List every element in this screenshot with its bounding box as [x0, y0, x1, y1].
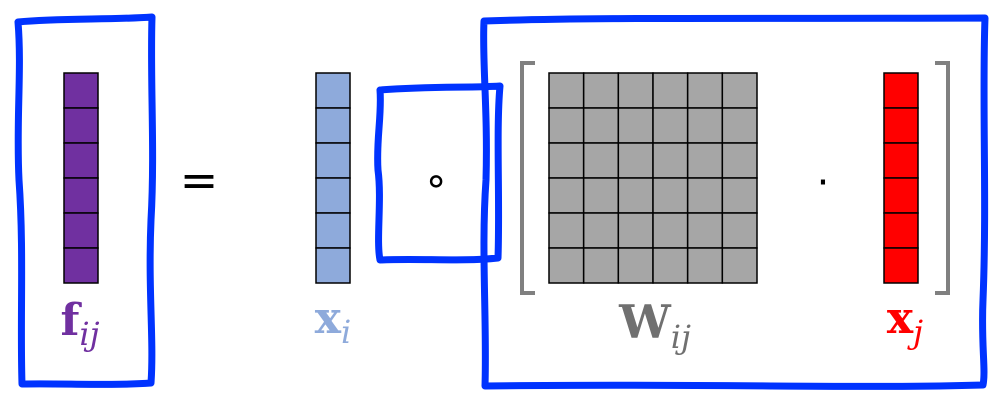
matrix-W-cell: [617, 212, 654, 249]
equals-sign: =: [180, 153, 219, 207]
vector-xj-cell: [883, 177, 919, 214]
matrix-W-cell: [582, 247, 620, 284]
matrix-W-cell: [721, 177, 758, 214]
matrix-W-cell: [582, 177, 620, 214]
matrix-W-cell: [652, 142, 689, 179]
matrix-W-cell: [582, 212, 620, 249]
vector-f-cell: [63, 72, 99, 109]
highlight-box-hadamard: [374, 82, 504, 264]
vector-xi: [315, 72, 351, 284]
right-bracket: [935, 61, 950, 295]
matrix-W-cell: [548, 247, 585, 284]
matrix-W-cell: [721, 247, 758, 284]
vector-xi-cell: [315, 247, 351, 284]
label-xj-base: x: [887, 293, 914, 344]
vector-f-cell: [63, 142, 99, 179]
matrix-W-cell: [617, 142, 654, 179]
matrix-W-cell: [686, 107, 724, 144]
label-xi: xi: [315, 293, 351, 351]
vector-xj-cell: [883, 72, 919, 109]
highlight-box-f: [14, 13, 157, 388]
highlight-box-Wx: [480, 14, 989, 390]
matrix-W-cell: [548, 72, 585, 109]
label-f-sub: ij: [79, 315, 99, 353]
label-W: Wij: [618, 295, 691, 356]
vector-xj-cell: [883, 247, 919, 284]
matrix-W-cell: [582, 142, 620, 179]
matrix-W-cell: [652, 107, 689, 144]
matrix-W-cell: [652, 212, 689, 249]
matrix-W-cell: [548, 142, 585, 179]
vector-xi-cell: [315, 107, 351, 144]
matrix-W-cell: [617, 107, 654, 144]
vector-xj-cell: [883, 212, 919, 249]
matrix-W-cell: [548, 212, 585, 249]
label-W-base: W: [618, 295, 672, 349]
matrix-W-cell: [617, 72, 654, 109]
vector-xi-cell: [315, 212, 351, 249]
hadamard-operator: ∘: [423, 158, 448, 204]
matrix-W-cell: [721, 72, 758, 109]
matrix-W-cell: [721, 212, 758, 249]
matrix-W-cell: [686, 212, 724, 249]
matrix-W-cell: [721, 107, 758, 144]
matrix-W-cell: [686, 142, 724, 179]
vector-xj: [883, 72, 919, 284]
matrix-W-cell: [582, 72, 620, 109]
matrix-W-cell: [686, 247, 724, 284]
matrix-W-cell: [652, 177, 689, 214]
matrix-W-cell: [652, 72, 689, 109]
matrix-W-cell: [686, 177, 724, 214]
left-bracket: [520, 61, 535, 295]
vector-f-cell: [63, 212, 99, 249]
matrix-W-cell: [686, 72, 724, 109]
vector-f-cell: [63, 177, 99, 214]
matrix-W-cell: [548, 177, 585, 214]
label-f: fij: [60, 295, 99, 353]
vector-f-cell: [63, 107, 99, 144]
label-xi-sub: i: [341, 313, 351, 351]
vector-xj-cell: [883, 142, 919, 179]
vector-f-cell: [63, 247, 99, 284]
matrix-W-cell: [617, 247, 654, 284]
vector-f: [63, 72, 99, 284]
label-W-sub: ij: [671, 318, 691, 356]
dot-operator: ·: [817, 160, 830, 206]
vector-xi-cell: [315, 142, 351, 179]
vector-xj-cell: [883, 107, 919, 144]
vector-xi-cell: [315, 177, 351, 214]
matrix-W: [548, 72, 758, 284]
matrix-W-cell: [548, 107, 585, 144]
label-xi-base: x: [315, 293, 342, 344]
matrix-W-cell: [721, 142, 758, 179]
label-f-base: f: [60, 295, 82, 346]
label-xj: xj: [887, 293, 923, 351]
matrix-W-cell: [582, 107, 620, 144]
vector-xi-cell: [315, 72, 351, 109]
matrix-W-cell: [617, 177, 654, 214]
matrix-W-cell: [652, 247, 689, 284]
